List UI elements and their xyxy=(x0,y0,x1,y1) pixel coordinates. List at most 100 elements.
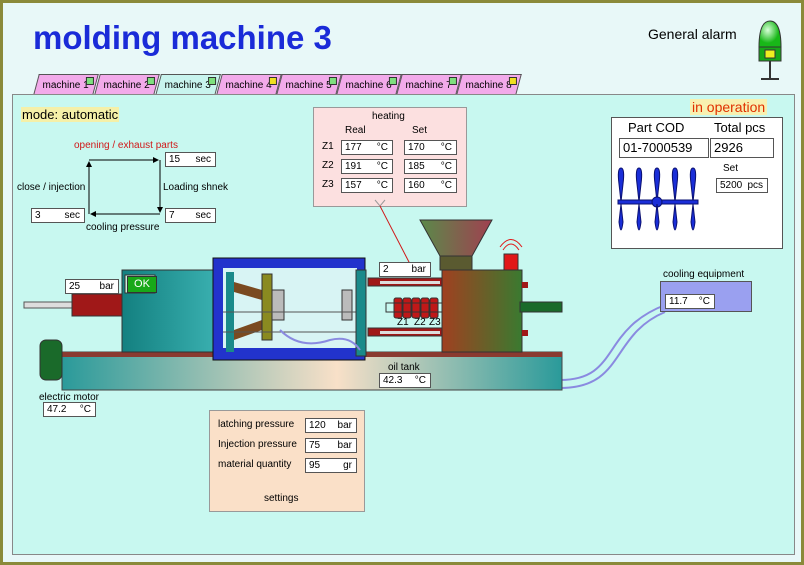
loading-shnek-label: Loading shnek xyxy=(163,182,229,193)
molded-parts-icon xyxy=(617,167,699,231)
unit-label: gr xyxy=(343,460,352,471)
ok-indicator[interactable]: OK xyxy=(127,276,157,293)
cooling-equipment-label: cooling equipment xyxy=(663,269,745,280)
part-cod-header: Part COD xyxy=(628,120,685,135)
heating-real-header: Real xyxy=(345,125,366,136)
settings-row-field[interactable]: 120 bar xyxy=(305,418,357,433)
heating-title: heating xyxy=(372,111,405,122)
value-text: 120 xyxy=(309,420,326,431)
unit-label: °C xyxy=(698,296,710,307)
tab-status-led-icon xyxy=(328,77,337,85)
unit-label: bar xyxy=(337,440,352,451)
opening-time-field[interactable]: 15 sec xyxy=(165,152,216,167)
tab-machine-7[interactable]: machine 7 xyxy=(396,74,462,95)
value-text: 160 xyxy=(408,180,425,191)
tab-machine-2[interactable]: machine 2 xyxy=(94,74,160,95)
heating-zone-label: Z3 xyxy=(322,179,334,190)
tab-machine-3[interactable]: machine 3 xyxy=(155,74,221,96)
settings-row-field[interactable]: 95 gr xyxy=(305,458,357,473)
unit-label: °C xyxy=(376,180,388,191)
oil-tank-label: oil tank xyxy=(388,362,420,373)
settings-row-label: Injection pressure xyxy=(218,439,297,450)
value-text: 11.7 xyxy=(669,296,688,307)
zone-label-z1: Z1 xyxy=(397,317,409,328)
value-text: 47.2 xyxy=(47,404,67,415)
status-label: in operation xyxy=(690,99,768,115)
heating-callout-line xyxy=(374,199,411,265)
heating-set-field[interactable]: 170 °C xyxy=(404,140,457,155)
value-text: 3 xyxy=(35,210,41,221)
close-injection-label: close / injection xyxy=(17,182,86,193)
tab-machine-6[interactable]: machine 6 xyxy=(336,74,402,95)
unit-label: °C xyxy=(440,161,452,172)
unit-label: °C xyxy=(376,161,388,172)
value-text: 75 xyxy=(309,440,321,451)
cooling-pressure-label: cooling pressure xyxy=(86,222,160,233)
settings-row-field[interactable]: 75 bar xyxy=(305,438,357,453)
cycle-arrows-diagram xyxy=(86,157,163,217)
alarm-beacon-icon[interactable] xyxy=(755,17,785,87)
clamp-pressure-field: 25 bar xyxy=(65,279,119,294)
heating-zone-label: Z2 xyxy=(322,160,334,171)
motor-temp-field: 47.2 °C xyxy=(43,402,96,417)
heating-zone-label: Z1 xyxy=(322,141,334,152)
opening-label: opening / exhaust parts xyxy=(74,140,178,151)
value-text: 01-7000539 xyxy=(623,140,693,155)
tab-machine-8[interactable]: machine 8 xyxy=(456,74,522,95)
heating-set-field[interactable]: 185°C xyxy=(404,159,457,174)
tab-status-led-icon xyxy=(208,77,217,85)
unit-label: °C xyxy=(79,404,91,415)
unit-label: sec xyxy=(195,154,211,165)
close-injection-time-field[interactable]: 3 sec xyxy=(31,208,85,223)
unit-label: °C xyxy=(440,142,452,153)
value-text: 42.3 xyxy=(383,375,403,386)
value-text: 2 xyxy=(383,264,389,275)
value-text: 25 xyxy=(69,281,81,292)
cooling-temp-field: 11.7 °C xyxy=(665,294,715,309)
unit-label: pcs xyxy=(747,180,763,191)
part-cod-field[interactable]: 01-7000539 xyxy=(619,138,709,158)
unit-label: bar xyxy=(411,264,426,275)
nozzle-pressure-field: 2 bar xyxy=(379,262,431,277)
tab-status-led-icon xyxy=(146,77,155,85)
heating-real-field: 191 °C xyxy=(341,159,393,174)
oil-tank-temp-field: 42.3 °C xyxy=(379,373,431,388)
electric-motor-label: electric motor xyxy=(39,392,100,403)
tab-status-led-icon xyxy=(508,77,517,85)
unit-label: °C xyxy=(376,142,388,153)
set-pcs-field[interactable]: 5200 pcs xyxy=(716,178,768,193)
settings-row-label: latching pressure xyxy=(218,419,295,430)
tab-machine-4[interactable]: machine 4 xyxy=(216,74,282,95)
value-text: 5200 xyxy=(720,180,743,191)
value-text: 157 xyxy=(345,180,362,191)
heating-real-field: 157 °C xyxy=(341,178,393,193)
tab-status-led-icon xyxy=(268,77,277,85)
unit-label: °C xyxy=(440,180,452,191)
tab-status-led-icon xyxy=(448,77,457,85)
tab-machine-5[interactable]: machine 5 xyxy=(276,74,342,95)
heating-set-field[interactable]: 160 °C xyxy=(404,178,457,193)
value-text: 177 xyxy=(345,142,362,153)
page-title: molding machine 3 xyxy=(33,19,332,56)
tab-status-led-icon xyxy=(388,77,397,85)
unit-label: sec xyxy=(64,210,80,221)
unit-label: °C xyxy=(414,375,426,386)
tab-machine-1[interactable]: machine 1 xyxy=(33,74,99,95)
settings-title: settings xyxy=(264,493,299,504)
value-text: 2926 xyxy=(714,140,743,155)
heating-real-field: 177 °C xyxy=(341,140,393,155)
value-text: 15 xyxy=(169,154,181,165)
value-text: 170 xyxy=(408,142,425,153)
settings-row-label: material quantity xyxy=(218,459,292,470)
value-text: 191 xyxy=(345,161,362,172)
zone-label-z3: Z3 xyxy=(429,317,441,328)
unit-label: bar xyxy=(99,281,114,292)
unit-label: bar xyxy=(337,420,352,431)
general-alarm-label: General alarm xyxy=(648,26,737,42)
tab-status-led-icon xyxy=(85,77,94,85)
value-text: 95 xyxy=(309,460,321,471)
heating-set-header: Set xyxy=(412,125,428,136)
value-text: 7 xyxy=(169,210,175,221)
set-label: Set xyxy=(723,163,739,174)
